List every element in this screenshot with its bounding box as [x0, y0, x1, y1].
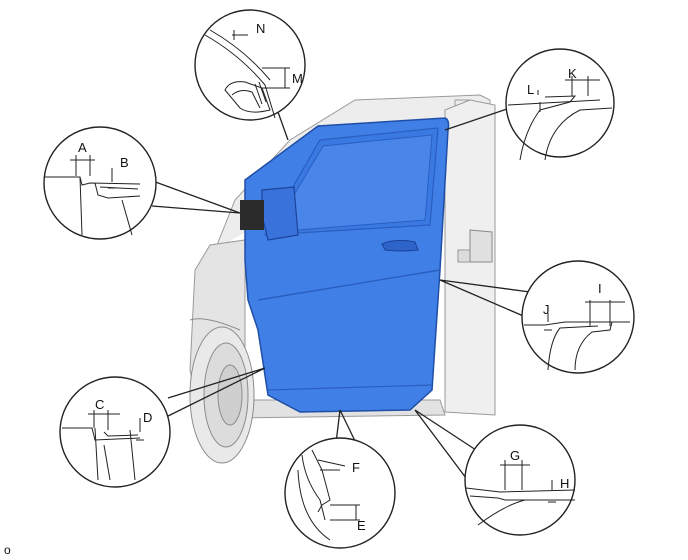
front-door	[240, 117, 450, 413]
label-g: G	[510, 448, 520, 463]
label-k: K	[568, 66, 577, 81]
label-b: B	[120, 155, 129, 170]
detail-circle-ef: F E	[284, 437, 396, 549]
label-j: J	[543, 302, 550, 317]
detail-circle-ab: A B	[43, 126, 157, 240]
label-m: M	[292, 71, 303, 86]
label-f: F	[352, 460, 360, 475]
label-c: C	[95, 397, 104, 412]
label-d: D	[143, 410, 152, 425]
label-e: E	[357, 518, 366, 533]
figure-code: o	[4, 543, 11, 557]
leader-lines	[149, 107, 531, 479]
label-a: A	[78, 140, 87, 155]
detail-circle-ij: I J	[521, 260, 635, 374]
label-h: H	[560, 476, 569, 491]
label-l: L	[527, 82, 534, 97]
label-i: I	[598, 281, 602, 296]
detail-circle-cd: C D	[59, 376, 171, 488]
front-wheel	[189, 318, 255, 464]
detail-circle-kl: L K	[505, 48, 615, 161]
label-n: N	[256, 21, 265, 36]
detail-circle-gh: G H	[464, 424, 576, 536]
detail-circle-nm: N M	[194, 9, 306, 121]
